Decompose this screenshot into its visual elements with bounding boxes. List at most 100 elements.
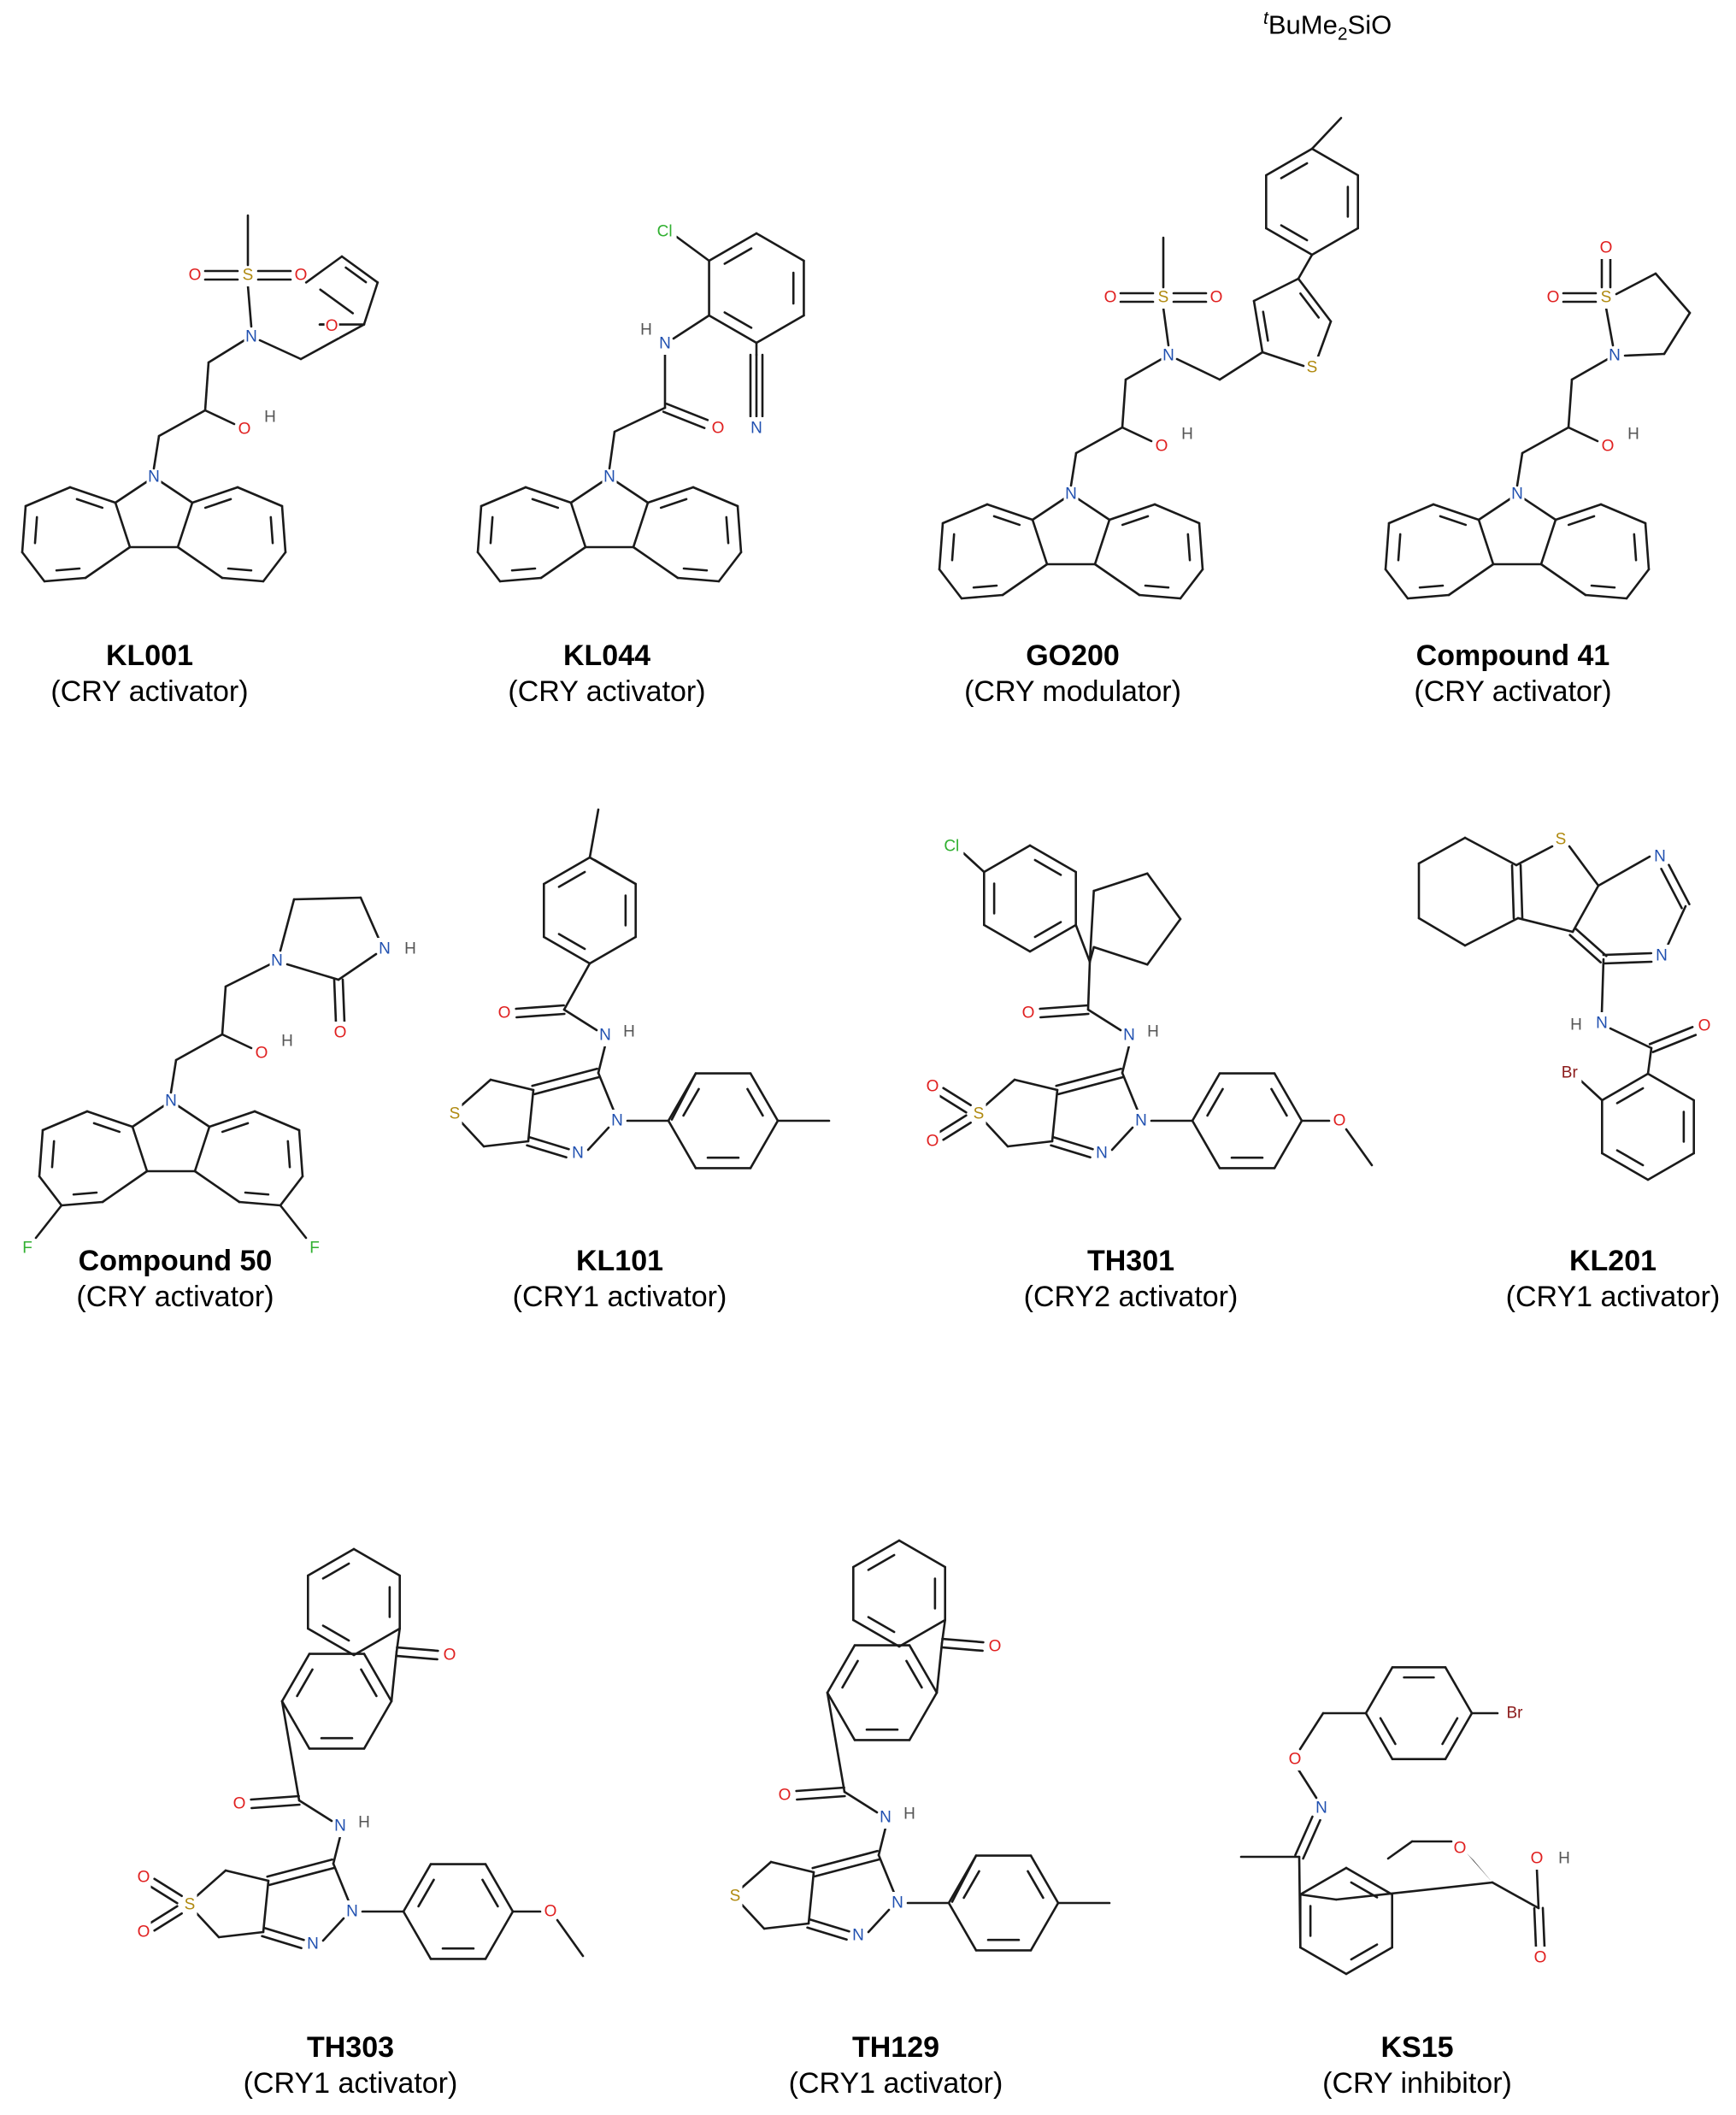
- ring-bond: [852, 1618, 901, 1648]
- caption-th303: TH303(CRY1 activator): [171, 2030, 530, 2102]
- aromatic-bond: [75, 498, 104, 510]
- aromatic-bond: [1206, 1087, 1224, 1117]
- bond: [826, 1691, 846, 1794]
- compound-role: (CRY activator): [1414, 675, 1612, 708]
- double-bond: [250, 1803, 301, 1810]
- bond: [1387, 503, 1435, 525]
- compound-name: KL201: [1568, 1245, 1657, 1277]
- aromatic-bond: [841, 1659, 859, 1689]
- bond: [279, 1204, 308, 1240]
- atom-hydrogen: H: [640, 321, 652, 339]
- atom-bromine: Br: [1562, 1064, 1579, 1082]
- ring-bond: [280, 1653, 311, 1703]
- atom-sulfur: S: [243, 267, 254, 285]
- atom-nitrogen: N: [245, 328, 257, 346]
- atom-oxygen: O: [238, 421, 251, 439]
- atom-oxygen: O: [712, 420, 725, 438]
- atom-backdrop: [1452, 1837, 1468, 1859]
- atom-chlorine: Cl: [944, 838, 959, 856]
- aromatic-bond: [1144, 584, 1170, 589]
- double-bond: [266, 1858, 334, 1878]
- bond: [1335, 1881, 1494, 1901]
- compound-role: (CRY inhibitor): [1322, 2067, 1512, 2100]
- double-bond: [1541, 1906, 1546, 1949]
- double-bond: [261, 1935, 303, 1950]
- bond: [1297, 1768, 1318, 1800]
- aromatic-bond: [1397, 533, 1402, 562]
- bond: [332, 1835, 342, 1865]
- ring-bond: [484, 1863, 515, 1913]
- bond: [41, 1110, 89, 1132]
- bond: [1662, 311, 1692, 356]
- atom-backdrop: [1545, 286, 1561, 309]
- compound-role: (CRY1 activator): [243, 2067, 458, 2100]
- caption-compound-50: Compound 50(CRY activator): [0, 1244, 355, 1316]
- ring-bond: [484, 1910, 515, 1960]
- bond: [297, 1128, 304, 1178]
- bond: [1609, 1027, 1653, 1050]
- atom-backdrop: [1557, 1847, 1572, 1870]
- bond: [1074, 923, 1092, 963]
- bond: [280, 504, 287, 554]
- atom-backdrop: [1332, 1110, 1347, 1132]
- caption-th129: TH129(CRY1 activator): [716, 2030, 1075, 2102]
- bond: [195, 1912, 221, 1939]
- double-bond: [941, 1637, 985, 1644]
- ring-bond: [1444, 1666, 1474, 1715]
- bond: [740, 1903, 766, 1930]
- atom-nitrogen: N: [599, 1027, 611, 1045]
- ring-bond: [1265, 227, 1314, 256]
- atom-oxygen: O: [927, 1078, 939, 1096]
- double-bond: [1602, 960, 1653, 965]
- bond: [672, 314, 710, 340]
- bond: [586, 1126, 610, 1152]
- compound-role: (CRY2 activator): [1023, 1281, 1239, 1313]
- aromatic-bond: [203, 498, 232, 510]
- double-bond: [1052, 1135, 1094, 1151]
- atom-backdrop: [182, 1894, 197, 1916]
- ring-bond: [1310, 147, 1359, 177]
- atom-nitrogen: N: [1162, 347, 1174, 365]
- ring-bond: [402, 1910, 433, 1960]
- atom-oxygen: O: [295, 267, 308, 285]
- double-bond: [395, 1654, 438, 1661]
- aromatic-bond: [659, 498, 688, 510]
- atom-backdrop: [1094, 1142, 1109, 1164]
- bond: [1599, 503, 1647, 525]
- bond: [321, 1917, 345, 1942]
- bond: [877, 1853, 896, 1894]
- bond: [1252, 277, 1300, 303]
- atom-backdrop: [1154, 435, 1169, 457]
- bond: [60, 1200, 104, 1207]
- atom-hydrogen: H: [1147, 1023, 1159, 1041]
- atom-backdrop: [442, 1644, 457, 1666]
- bond: [21, 551, 46, 583]
- ring-bond: [340, 255, 380, 284]
- atom-nitrogen: N: [1609, 347, 1621, 365]
- bond: [1086, 960, 1092, 1011]
- atom-backdrop: [570, 1142, 586, 1164]
- bond: [246, 284, 253, 328]
- caption-go200: GO200(CRY modulator): [893, 639, 1252, 710]
- bond: [867, 1908, 891, 1934]
- atom-nitrogen: N: [1096, 1145, 1108, 1163]
- atom-backdrop: [1598, 286, 1614, 309]
- atom-hydrogen: H: [1570, 1016, 1582, 1034]
- bond: [1031, 518, 1049, 566]
- double-bond: [1568, 934, 1602, 964]
- bond: [646, 486, 695, 504]
- atom-oxygen: O: [498, 1004, 511, 1022]
- bond: [43, 576, 87, 583]
- bond: [539, 545, 587, 580]
- bond: [1417, 916, 1467, 947]
- ring-bond: [588, 935, 637, 965]
- bond: [938, 521, 945, 571]
- bond: [1198, 521, 1204, 571]
- bond: [292, 896, 362, 901]
- bond: [1121, 1071, 1139, 1112]
- go200-silyl-ether-label: tBuMe2SiO: [1263, 9, 1392, 44]
- bond: [1093, 563, 1141, 597]
